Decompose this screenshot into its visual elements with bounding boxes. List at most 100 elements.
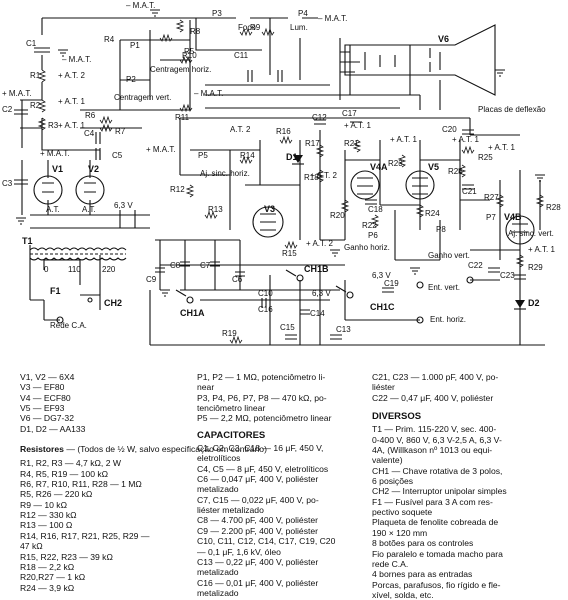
- label-r12: R12: [170, 185, 185, 194]
- label-d2: D2: [528, 298, 540, 308]
- label-p6: P6: [368, 231, 378, 240]
- label-at1-r23: + A.T. 1: [390, 135, 417, 144]
- diversos-title: DIVERSOS: [372, 411, 422, 423]
- parts-line: C13 — 0,22 μF, 400 V, poliéster: [197, 556, 319, 567]
- label-at1-r2: + A.T. 1: [58, 97, 85, 106]
- label-v1: V1: [52, 164, 63, 174]
- parts-line: metalizado: [197, 484, 239, 495]
- parts-line: C8 — 4.700 pF, 400 V, poliéster: [197, 515, 319, 526]
- label-at1-r26: + A.T. 1: [452, 135, 479, 144]
- label-at2-r17: + A.T. 2: [310, 171, 337, 180]
- parts-line: C16 — 0,01 μF, 400 V, poliéster: [197, 577, 319, 588]
- label-at1-r25: + A.T. 1: [488, 143, 515, 152]
- label-c10: C10: [258, 289, 273, 298]
- parts-line: 0-400 V, 860 V, 6,3 V-2,5 A, 6,3 V-: [372, 434, 502, 445]
- label-r2: R2: [30, 101, 41, 110]
- parts-line: 6 posições: [372, 476, 414, 487]
- parts-line: R13 — 100 Ω: [20, 520, 73, 531]
- parts-line: F1 — Fusível para 3 A com res-: [372, 496, 493, 507]
- parts-line: CH2 — Interruptor unipolar simples: [372, 486, 507, 497]
- parts-line: R5, R26 — 220 kΩ: [20, 489, 93, 500]
- label-r29: R29: [528, 263, 543, 272]
- parts-line: R12 — 330 kΩ: [20, 510, 77, 521]
- wiring: [20, 17, 545, 346]
- label-aj-sinc-vert: Aj. sinc. vert.: [508, 229, 554, 238]
- parts-line: Plaqueta de fenolite cobreada de: [372, 517, 499, 528]
- label-ch1c: CH1C: [370, 302, 395, 312]
- label-ganho-vert: Ganho vert.: [428, 251, 470, 260]
- parts-line: tenciômetro linear: [197, 403, 266, 414]
- label-r6: R6: [85, 111, 96, 120]
- resistors: [37, 19, 545, 345]
- label-at-v2: A.T.: [82, 205, 96, 214]
- label-v2: V2: [88, 164, 99, 174]
- label-r25: R25: [478, 153, 493, 162]
- label-r9: R9: [250, 23, 261, 32]
- label-r14: R14: [240, 151, 255, 160]
- label-rede: Rede C.A.: [50, 321, 87, 330]
- label-ch1b: CH1B: [304, 264, 329, 274]
- label-c13: C13: [336, 325, 351, 334]
- label-r10: R10: [182, 51, 197, 60]
- parts-line: Porcas, parafusos, fio rígido e fle-: [372, 579, 501, 590]
- parts-line: valente): [372, 455, 403, 466]
- label-r13: R13: [208, 205, 223, 214]
- parts-line: C21, C23 — 1.000 pF, 400 V, po-: [372, 372, 499, 382]
- parts-line: C9 — 2.200 pF, 400 V, poliéster: [197, 525, 319, 536]
- label-placas: Placas de deflexão: [478, 105, 546, 114]
- capacitores-title: CAPACITORES: [197, 429, 266, 441]
- label-ent-vert: Ent. vert.: [428, 283, 460, 292]
- label-r8: R8: [190, 27, 201, 36]
- label-mat-c2: + M.A.T.: [2, 89, 32, 98]
- label-c5: C5: [112, 151, 123, 160]
- label-c15: C15: [280, 323, 295, 332]
- parts-line: Fio paralelo e tomada macho para: [372, 548, 503, 559]
- label-t110: 110: [68, 265, 81, 274]
- parts-line: V1, V2 — 6X4: [20, 372, 75, 382]
- label-t220: 220: [102, 265, 116, 274]
- circuit-schematic: R1 R2 R3 R4 R5 R6 R7 R8 R9 R10 R11 R12 R…: [2, 1, 561, 346]
- parts-line: R9 — 10 kΩ: [20, 499, 68, 510]
- parts-line: — 0,1 μF, 1,6 kV, óleo: [197, 546, 281, 557]
- label-r26: R26: [448, 167, 463, 176]
- label-6v3-c: 6,3 V: [312, 289, 331, 298]
- capacitors: [14, 47, 526, 340]
- label-r18: R18: [304, 173, 319, 182]
- label-mat-r4: – M.A.T.: [62, 55, 91, 64]
- parts-line: 4A, (Willkason nº 1013 ou equi-: [372, 445, 493, 456]
- label-c16: C16: [258, 305, 273, 314]
- label-at2-r15: + A.T. 2: [306, 239, 333, 248]
- label-c14: C14: [310, 309, 325, 318]
- tubes: [33, 170, 535, 245]
- label-c2: C2: [2, 105, 13, 114]
- label-c9: C9: [146, 275, 157, 284]
- label-v4a: V4A: [370, 162, 388, 172]
- label-ch1a: CH1A: [180, 308, 205, 318]
- parts-line: R4, R5, R19 — 100 kΩ: [20, 468, 109, 479]
- label-c19: C19: [384, 279, 399, 288]
- parts-line: D1, D2 — AA133: [20, 423, 86, 434]
- label-r27: R27: [484, 193, 499, 202]
- label-t0: 0: [44, 265, 49, 274]
- label-v4b: V4B: [504, 212, 522, 222]
- parts-line: V3 — EF80: [20, 382, 65, 393]
- label-f1: F1: [50, 286, 61, 296]
- resistors-header: Resistores — (Todos de ½ W, salvo especi…: [20, 444, 267, 454]
- parts-line: C4, C5 — 8 μF, 450 V, eletrolíticos: [197, 463, 329, 474]
- label-v5: V5: [428, 162, 439, 172]
- label-centragem-horiz: Centragem horiz.: [150, 65, 211, 74]
- label-r7: R7: [115, 127, 126, 136]
- parts-line: xível, solda, etc.: [372, 589, 434, 600]
- parts-line: 190 × 120 mm: [372, 527, 428, 538]
- parts-line: C7, C15 — 0,022 μF, 400 V, po-: [197, 494, 319, 505]
- label-at2-r1: + A.T. 2: [58, 71, 85, 80]
- parts-line: rede C.A.: [372, 558, 409, 569]
- label-r19: R19: [222, 329, 237, 338]
- label-r22: R22: [362, 221, 377, 230]
- parts-line: 47 kΩ: [20, 541, 43, 552]
- label-r17: R17: [305, 139, 320, 148]
- label-at1-r3: + A.T. 1: [58, 121, 85, 130]
- label-at-v1: A.T.: [46, 205, 60, 214]
